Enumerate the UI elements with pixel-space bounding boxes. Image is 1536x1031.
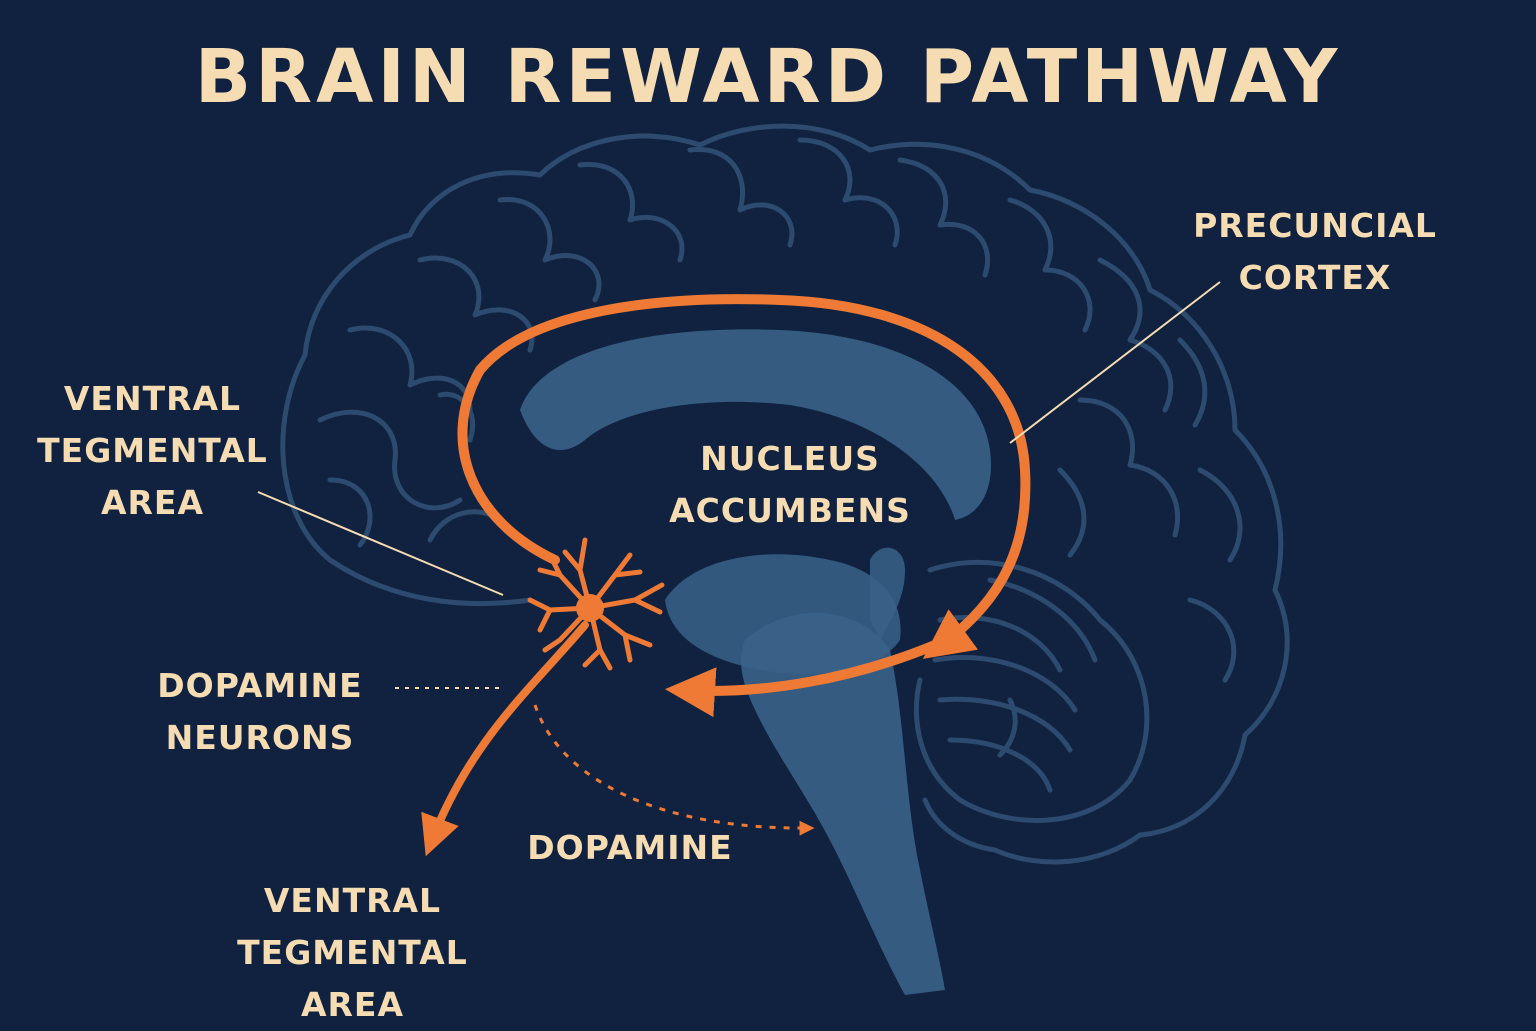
label-precuncial-cortex: PRECUNCIAL CORTEX bbox=[1170, 200, 1460, 304]
label-line: DOPAMINE bbox=[527, 828, 733, 867]
brain-outline bbox=[280, 123, 1290, 865]
label-ventral-tegmental-area-lower: VENTRAL TEGMENTAL AREA bbox=[215, 875, 490, 1031]
label-nucleus-accumbens: NUCLEUS ACCUMBENS bbox=[660, 433, 920, 537]
label-line: PRECUNCIAL bbox=[1193, 206, 1437, 245]
vta-leader-line bbox=[257, 491, 504, 596]
label-line: ACCUMBENS bbox=[669, 491, 911, 530]
label-line: AREA bbox=[100, 483, 205, 522]
label-line: TEGMENTAL bbox=[237, 933, 468, 972]
label-dopamine: DOPAMINE bbox=[500, 822, 760, 874]
label-line: CORTEX bbox=[1238, 258, 1392, 297]
label-line: NEURONS bbox=[165, 718, 355, 757]
mesolimbic-pathway bbox=[665, 640, 940, 718]
page-title: BRAIN REWARD PATHWAY bbox=[194, 34, 1342, 120]
label-ventral-tegmental-area-upper: VENTRAL TEGMENTAL AREA bbox=[15, 373, 290, 529]
fornix bbox=[870, 547, 905, 640]
label-dopamine-neurons: DOPAMINE NEURONS bbox=[135, 660, 385, 764]
label-line: NUCLEUS bbox=[700, 439, 880, 478]
neuron-cell-body bbox=[576, 594, 604, 622]
label-line: DOPAMINE bbox=[157, 666, 363, 705]
descending-pathway bbox=[421, 621, 589, 857]
corpus-callosum bbox=[520, 329, 991, 520]
mesocortical-pathway bbox=[457, 294, 1031, 659]
cortex-leader-line bbox=[1009, 281, 1221, 444]
label-line: VENTRAL bbox=[263, 881, 442, 920]
dopamine-release-path bbox=[533, 704, 815, 836]
brainstem bbox=[740, 612, 945, 995]
label-line: AREA bbox=[300, 985, 405, 1024]
label-line: VENTRAL bbox=[63, 379, 242, 418]
label-line: TEGMENTAL bbox=[37, 431, 268, 470]
